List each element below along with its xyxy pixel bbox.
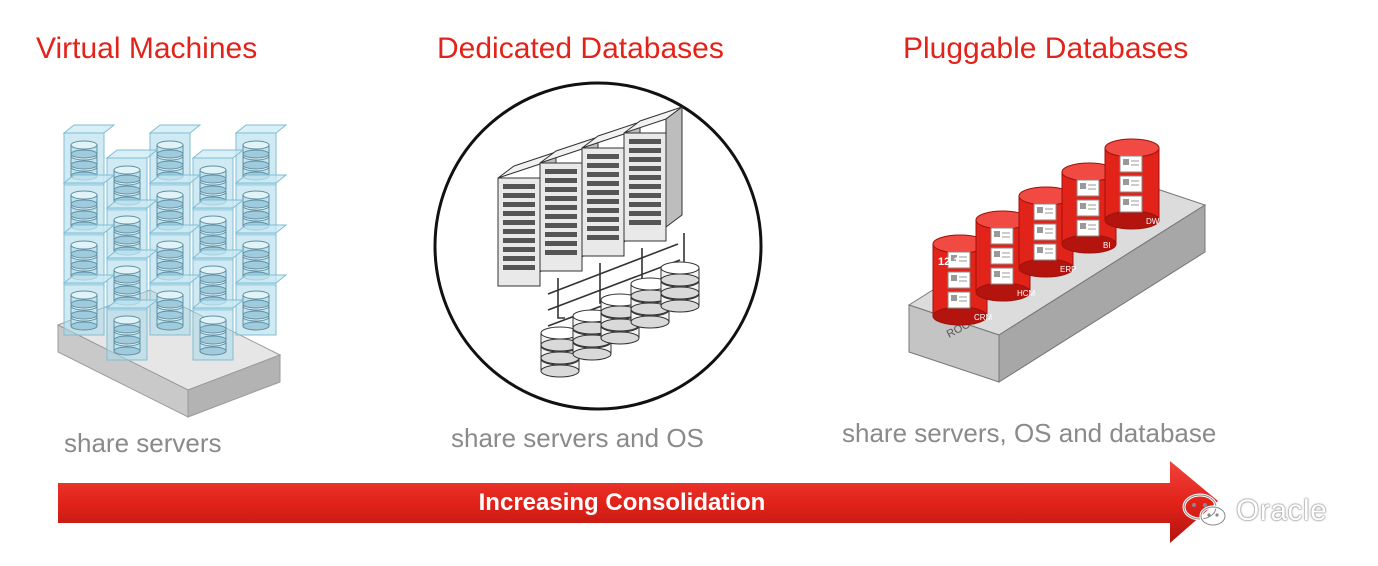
consolidation-arrow xyxy=(58,461,1218,543)
server-racks xyxy=(497,106,683,287)
virtual-machines-title: Virtual Machines xyxy=(36,32,258,65)
pdb-dw: DW xyxy=(1104,138,1160,230)
database-stack xyxy=(660,261,700,313)
vm-box xyxy=(62,274,116,336)
dedicated-databases-caption: share servers and OS xyxy=(451,423,704,453)
pdb-label: HCM xyxy=(1017,289,1036,298)
pdb-label: ERP xyxy=(1060,265,1076,274)
arrow-label: Increasing Consolidation xyxy=(478,489,766,516)
database-stack xyxy=(600,293,640,345)
server-rack xyxy=(623,106,683,242)
pluggable-databases-caption: share servers, OS and database xyxy=(842,418,1217,448)
pluggable-database-cylinders: CRM HCM ERP BI DW 12.1 xyxy=(932,138,1160,326)
virtual-machines-caption: share servers xyxy=(64,428,222,458)
pdb-label: BI xyxy=(1103,241,1111,250)
vm-box xyxy=(62,224,116,286)
database-stack xyxy=(630,277,670,329)
dedicated-database-cylinders xyxy=(540,261,700,378)
watermark-text: Oracle xyxy=(1236,494,1328,527)
pdb-label: DW xyxy=(1146,217,1160,226)
wechat-icon xyxy=(1182,493,1227,527)
dedicated-databases-title: Dedicated Databases xyxy=(437,32,724,65)
vm-box xyxy=(234,274,288,336)
pdb-label: CRM xyxy=(974,313,993,322)
version-label: 12.1 xyxy=(938,256,959,268)
vm-box xyxy=(191,299,245,361)
vm-box xyxy=(148,274,202,336)
vm-box xyxy=(105,299,159,361)
vm-database-grid xyxy=(62,124,288,361)
database-stack xyxy=(540,326,580,378)
dedicated-databases-illustration xyxy=(433,81,763,411)
vm-box xyxy=(62,174,116,236)
pluggable-databases-title: Pluggable Databases xyxy=(903,32,1189,65)
watermark: Oracle xyxy=(1182,492,1327,530)
vm-box xyxy=(191,199,245,261)
virtual-machines-illustration xyxy=(56,124,288,418)
vm-box xyxy=(191,149,245,211)
